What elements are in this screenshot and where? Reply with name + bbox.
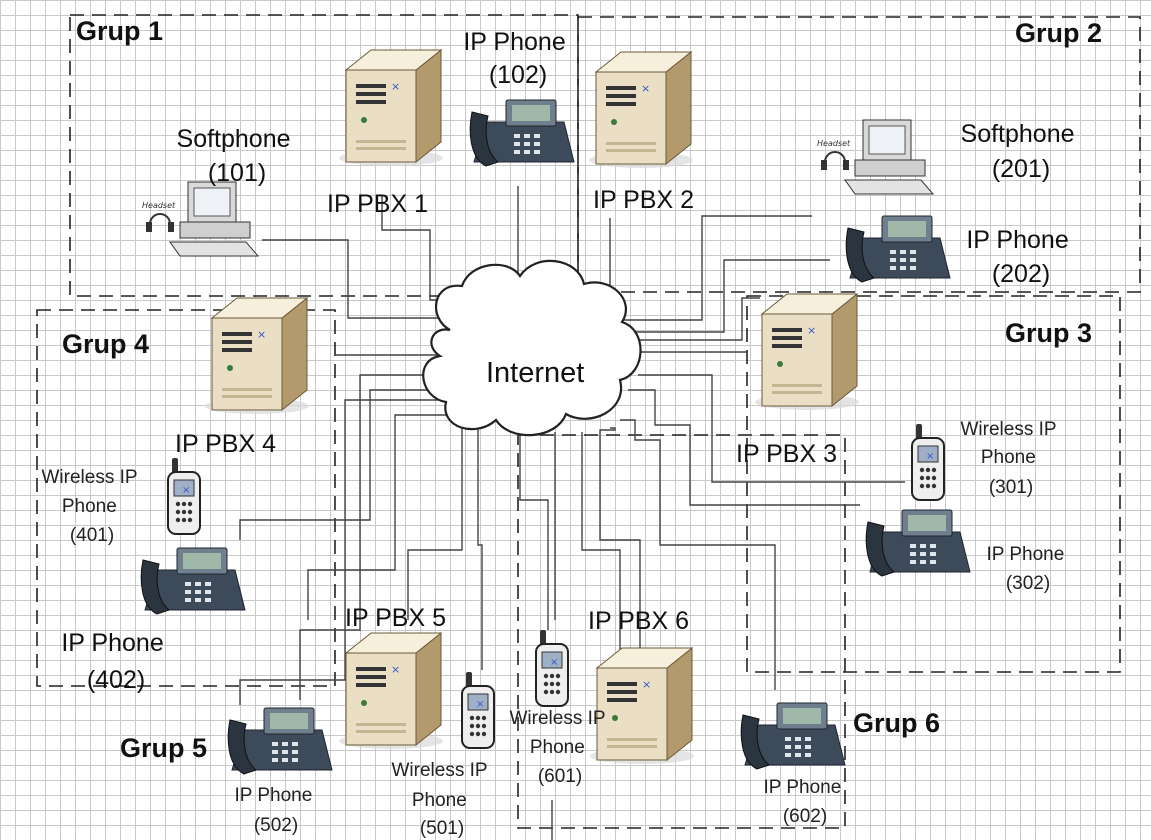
group-3-box xyxy=(746,295,1121,673)
pbx-4-label: IP PBX 4 xyxy=(175,430,276,458)
wireless-phone-401-icon[interactable] xyxy=(167,457,201,535)
ip-phone-102-icon[interactable] xyxy=(469,99,575,167)
pbx-3-label: IP PBX 3 xyxy=(736,440,837,468)
softphone-101-label: Softphone (101) xyxy=(177,125,298,187)
ip-phone-202-icon[interactable] xyxy=(845,215,951,283)
wireless-phone-401-label: Wireless IP Phone (401) xyxy=(41,467,142,546)
wireless-phone-501-label: Wireless IP Phone (501) xyxy=(391,760,492,839)
group-4-label: Grup 4 xyxy=(62,329,149,359)
wireless-phone-601-label: Wireless IP Phone (601) xyxy=(509,708,610,787)
wireless-phone-601-icon[interactable] xyxy=(535,629,569,707)
softphone-201-icon[interactable] xyxy=(816,119,934,195)
group-5-label: Grup 5 xyxy=(120,733,207,763)
ip-phone-102-label: IP Phone (102) xyxy=(463,28,572,89)
group-4-box xyxy=(36,309,336,687)
wireless-phone-301-icon[interactable] xyxy=(911,423,945,501)
softphone-101-icon[interactable] xyxy=(141,181,259,257)
wireless-phone-301-label: Wireless IP Phone (301) xyxy=(960,419,1061,498)
ip-phone-402-label: IP Phone (402) xyxy=(61,629,170,694)
ip-phone-402-icon[interactable] xyxy=(140,547,246,615)
ip-phone-602-label: IP Phone (602) xyxy=(763,777,846,827)
pbx-1-server-icon[interactable] xyxy=(338,49,444,167)
ip-phone-302-label: IP Phone (302) xyxy=(986,544,1069,594)
group-1-box xyxy=(69,14,579,297)
ip-phone-302-icon[interactable] xyxy=(865,509,971,577)
ip-phone-202-label: IP Phone (202) xyxy=(966,226,1075,288)
ip-phone-502-icon[interactable] xyxy=(227,707,333,775)
internet-cloud-icon: Internet xyxy=(422,259,642,437)
group-2-label: Grup 2 xyxy=(1015,18,1102,48)
wireless-phone-501-icon[interactable] xyxy=(461,671,495,749)
pbx-6-server-icon[interactable] xyxy=(589,647,695,765)
pbx-2-server-icon[interactable] xyxy=(588,51,694,169)
ip-phone-502-label: IP Phone (502) xyxy=(234,785,317,836)
softphone-201-label: Softphone (201) xyxy=(961,120,1082,183)
group-6-box xyxy=(517,434,846,829)
network-links xyxy=(239,186,905,840)
ip-phone-602-icon[interactable] xyxy=(740,702,846,770)
pbx-5-server-icon[interactable] xyxy=(338,632,444,750)
pbx-6-label: IP PBX 6 xyxy=(588,607,689,635)
pbx-1-label: IP PBX 1 xyxy=(327,190,428,218)
pbx-4-server-icon[interactable] xyxy=(204,297,310,415)
internet-label: Internet xyxy=(486,357,584,389)
group-3-label: Grup 3 xyxy=(1005,318,1092,348)
pbx-2-label: IP PBX 2 xyxy=(593,186,694,214)
group-6-label: Grup 6 xyxy=(853,708,940,738)
pbx-5-label: IP PBX 5 xyxy=(345,604,446,632)
group-1-label: Grup 1 xyxy=(76,16,163,46)
pbx-3-server-icon[interactable] xyxy=(754,293,860,411)
